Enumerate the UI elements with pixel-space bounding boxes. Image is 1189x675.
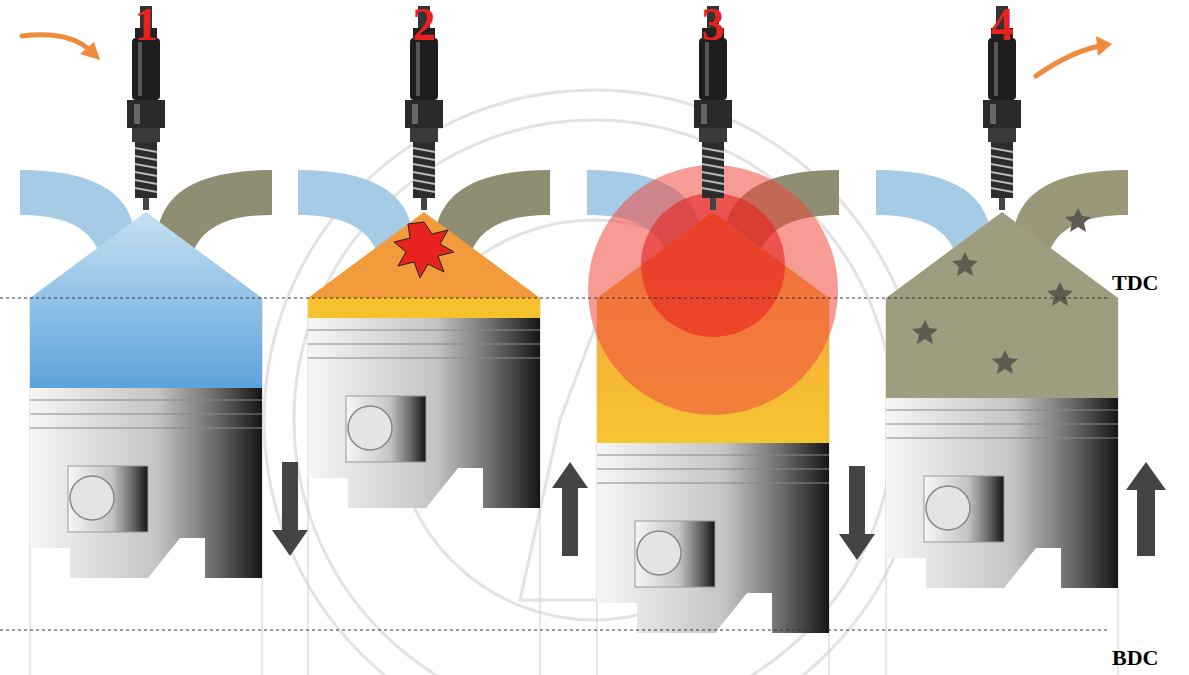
position-label: BDC: [1112, 647, 1158, 669]
cycle-number: 2: [413, 2, 436, 48]
cycle-number: 1: [135, 2, 158, 48]
position-label: TDC: [1112, 272, 1158, 294]
cycle-number: 3: [702, 2, 725, 48]
cycle-number: 4: [991, 2, 1014, 48]
